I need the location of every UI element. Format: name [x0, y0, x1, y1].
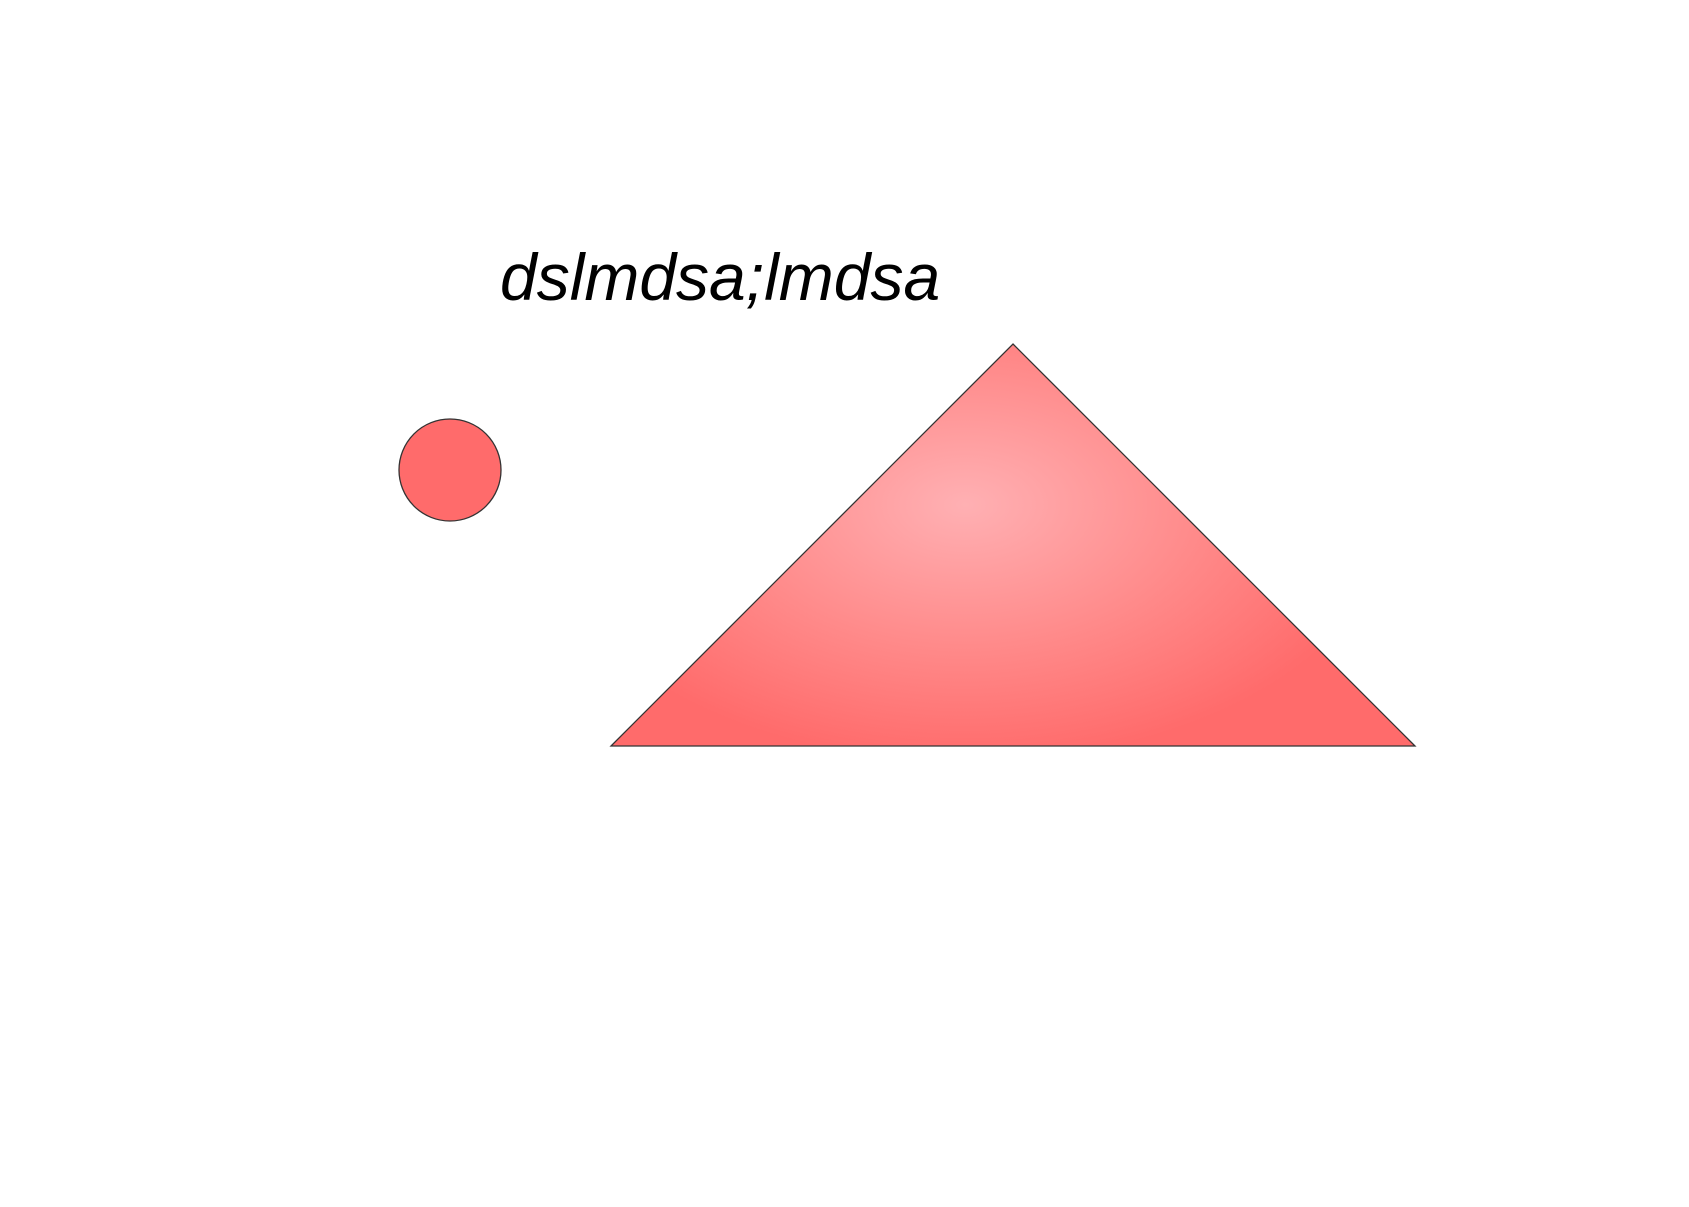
text-label[interactable]: dslmdsa;lmdsa — [500, 240, 940, 314]
red-triangle[interactable] — [609, 343, 1417, 747]
red-circle[interactable] — [398, 418, 502, 522]
